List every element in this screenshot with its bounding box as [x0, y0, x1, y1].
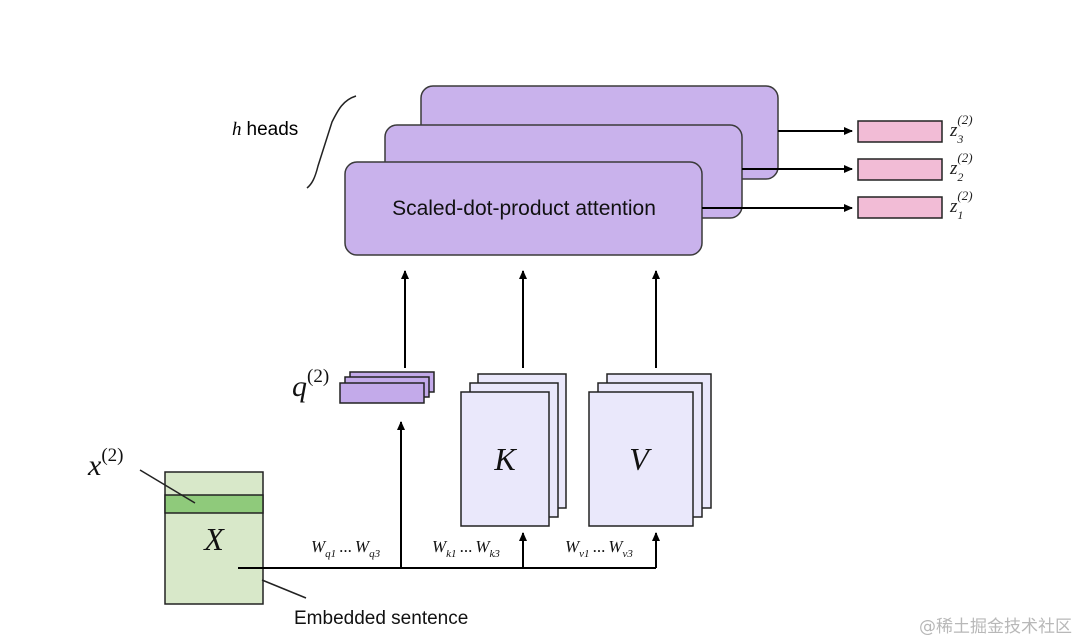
weights-k-label: Wk1...Wk3	[432, 537, 500, 560]
embedded-label: Embedded sentence	[294, 608, 468, 629]
weights-q-label: Wq1...Wq3	[311, 537, 381, 560]
output-label-3: z3(2)	[949, 112, 973, 146]
matrix-label: X	[202, 521, 225, 557]
output-label-1: z1(2)	[949, 188, 973, 222]
output-vector-2	[857, 158, 943, 181]
query-label: q(2)	[292, 366, 329, 403]
embedded-leader	[261, 579, 307, 599]
attention-label: Scaled-dot-product attention	[392, 197, 656, 220]
heads-text: heads	[247, 119, 299, 140]
key-matrix-1	[460, 391, 550, 527]
output-vector-3	[857, 120, 943, 143]
input-leader	[139, 469, 196, 504]
values-label: V	[629, 441, 652, 477]
keys-label: K	[493, 441, 517, 477]
output-vector-1	[857, 196, 943, 219]
weights-v-label: Wv1...Wv3	[565, 537, 633, 560]
watermark: @稀土掘金技术社区	[919, 617, 1072, 637]
input-label: x(2)	[87, 445, 123, 482]
query-vector-1	[339, 382, 425, 404]
output-label-2: z2(2)	[949, 150, 973, 184]
input-row	[164, 494, 264, 514]
heads-var: h	[232, 119, 242, 140]
heads-brace	[306, 95, 357, 189]
value-matrix-1	[588, 391, 694, 527]
